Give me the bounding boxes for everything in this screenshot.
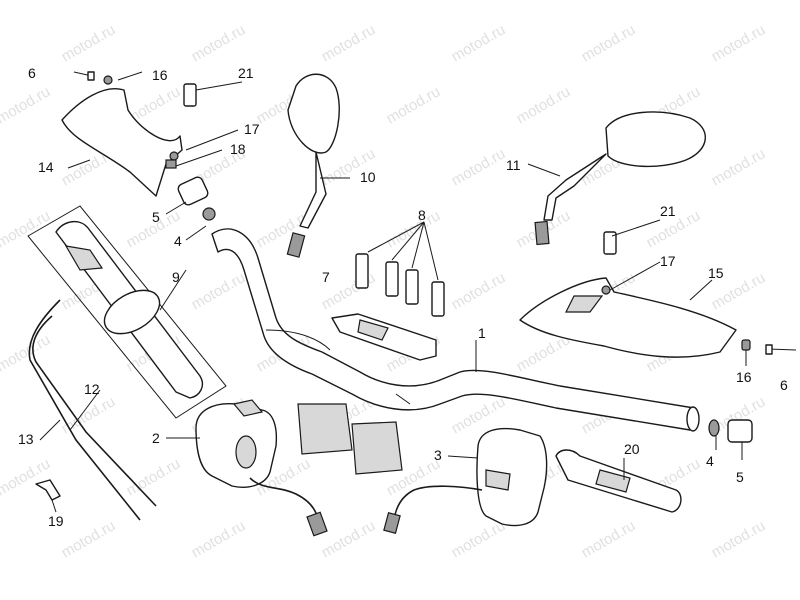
watermark-text: motod.ru <box>254 207 314 251</box>
watermark-text: motod.ru <box>709 21 769 65</box>
left-handguard <box>61 88 183 197</box>
callout-2: 2 <box>152 430 160 446</box>
right-bar-end-weight <box>708 419 753 443</box>
left-mirror <box>286 73 340 258</box>
watermark-text: motod.ru <box>449 21 509 65</box>
handlebar-end <box>686 406 700 432</box>
watermark-text: motod.ru <box>514 83 574 127</box>
callout-16-right: 16 <box>736 369 752 385</box>
callout-8: 8 <box>418 207 426 223</box>
callout-19: 19 <box>48 513 64 529</box>
watermark-text: motod.ru <box>189 21 249 65</box>
callout-10: 10 <box>360 169 376 185</box>
callout-9: 9 <box>172 269 180 285</box>
callout-21-right: 21 <box>660 203 676 219</box>
watermark-text: motod.ru <box>59 517 119 561</box>
callout-13: 13 <box>18 431 34 447</box>
handlebar <box>211 228 700 432</box>
callout-5-right: 5 <box>736 469 744 485</box>
clamp-bolts <box>355 221 445 317</box>
callout-15: 15 <box>708 265 724 281</box>
callout-7: 7 <box>322 269 330 285</box>
watermark-text: motod.ru <box>709 517 769 561</box>
right-switch-assembly <box>383 427 548 534</box>
callout-3: 3 <box>434 447 442 463</box>
watermark-text: motod.ru <box>709 145 769 189</box>
watermark-text: motod.ru <box>319 21 379 65</box>
callout-6-left: 6 <box>28 65 36 81</box>
watermark-text: motod.ru <box>579 517 639 561</box>
callout-20: 20 <box>624 441 640 457</box>
watermark-text: motod.ru <box>124 455 184 499</box>
watermark-text: motod.ru <box>0 455 53 499</box>
left-bar-end-weight <box>177 176 216 221</box>
callout-16-left: 16 <box>152 67 168 83</box>
callout-17-left: 17 <box>244 121 260 137</box>
watermark-text: motod.ru <box>59 393 119 437</box>
watermark-text: motod.ru <box>0 207 53 251</box>
watermark-text: motod.ru <box>449 269 509 313</box>
callout-14: 14 <box>38 159 54 175</box>
watermark-text: motod.ru <box>579 21 639 65</box>
callout-6-right: 6 <box>780 377 788 393</box>
callout-4-right: 4 <box>706 453 714 469</box>
watermark-text: motod.ru <box>0 83 53 127</box>
callout-21-left: 21 <box>238 65 254 81</box>
riser-blocks <box>297 403 403 475</box>
left-grip <box>27 205 227 419</box>
right-screw-washer <box>741 339 797 355</box>
watermark-text: motod.ru <box>384 83 444 127</box>
callout-1: 1 <box>478 325 486 341</box>
cable-clip <box>35 479 61 501</box>
callout-17-right: 17 <box>660 253 676 269</box>
handlebar-clamp <box>331 313 437 361</box>
right-handguard-hardware <box>601 231 617 295</box>
left-switch-assembly <box>195 399 328 537</box>
watermark-text: motod.ru <box>59 21 119 65</box>
callout-4-left: 4 <box>174 233 182 249</box>
callout-11: 11 <box>506 157 521 173</box>
watermark-text: motod.ru <box>384 207 444 251</box>
watermark-text: motod.ru <box>319 517 379 561</box>
right-grip <box>555 449 682 513</box>
callout-18: 18 <box>230 141 246 157</box>
right-handguard <box>519 277 737 358</box>
watermark-text: motod.ru <box>189 517 249 561</box>
watermark-text: motod.ru <box>449 517 509 561</box>
watermark-text: motod.ru <box>189 269 249 313</box>
callout-12: 12 <box>84 381 100 397</box>
left-handguard-hardware <box>165 83 197 169</box>
left-screw-washer <box>73 71 113 85</box>
watermark-text: motod.ru <box>0 331 53 375</box>
callout-5-left: 5 <box>152 209 160 225</box>
watermark-text: motod.ru <box>449 145 509 189</box>
callout-leaders <box>39 71 747 513</box>
right-mirror <box>534 111 706 246</box>
callout-labels: 1 2 3 4 4 5 5 6 6 7 8 9 10 11 12 13 14 1… <box>18 65 788 529</box>
throttle-cables <box>28 299 157 521</box>
